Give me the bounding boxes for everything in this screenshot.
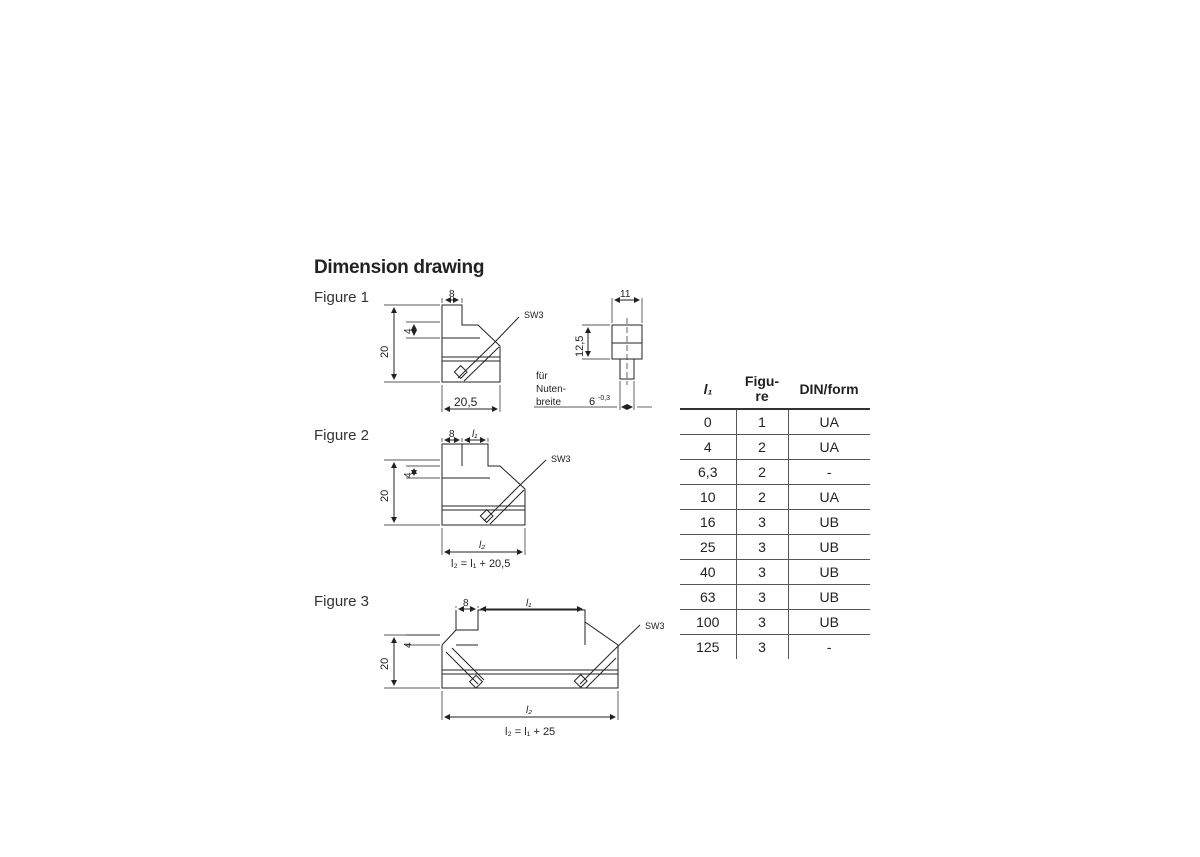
cell-l1: 16 bbox=[680, 509, 736, 535]
fig1-dim-height: 20 bbox=[379, 346, 391, 358]
cell-din-form: UB bbox=[787, 584, 870, 610]
cell-figure: 3 bbox=[735, 559, 788, 585]
figure-2-label: Figure 2 bbox=[314, 427, 370, 444]
cell-din-form: UB bbox=[787, 559, 870, 585]
cell-l1: 4 bbox=[680, 434, 736, 460]
fig3-dim-l2: l₂ bbox=[526, 705, 532, 716]
cell-l1: 0 bbox=[680, 409, 736, 435]
fig2-wrench-label: SW3 bbox=[551, 454, 571, 464]
figure-1-front-view bbox=[384, 297, 520, 412]
fig2-dim-top: 8 bbox=[449, 429, 455, 440]
fig1-dim-width: 20,5 bbox=[454, 395, 478, 409]
column-header-figure-line-2: re bbox=[755, 388, 769, 404]
section-title: Dimension drawing bbox=[314, 257, 485, 278]
fig2-formula: l₂ = l₁ + 20,5 bbox=[451, 558, 510, 570]
fig1-note-line-2: Nuten- bbox=[536, 384, 566, 395]
figure-3-drawing bbox=[384, 606, 641, 720]
column-header-l1: l₁ bbox=[703, 381, 713, 397]
cell-figure: 1 bbox=[735, 409, 788, 435]
fig3-dim-step: 4 bbox=[403, 642, 414, 648]
cell-din-form: UB bbox=[787, 509, 870, 535]
cell-l1: 100 bbox=[680, 609, 736, 635]
fig3-wrench-label: SW3 bbox=[645, 621, 665, 631]
cell-l1: 125 bbox=[696, 639, 720, 655]
cell-din-form: UA bbox=[787, 409, 870, 435]
cell-figure: 2 bbox=[735, 434, 788, 460]
cell-figure: 2 bbox=[735, 484, 788, 510]
fig3-dim-top: 8 bbox=[463, 598, 469, 609]
column-header-figure-line-1: Figu- bbox=[744, 373, 780, 389]
cell-din-form: UB bbox=[787, 534, 870, 560]
cell-l1: 25 bbox=[680, 534, 736, 560]
fig2-dim-l1: l₁ bbox=[472, 429, 477, 440]
cell-figure: 2 bbox=[735, 459, 788, 485]
figure-2-drawing bbox=[384, 437, 547, 555]
fig1-side-dim-slot-tol: -0,3 bbox=[598, 395, 610, 402]
table-header-row: l₁ Figu- re DIN/form bbox=[680, 370, 870, 409]
fig2-dim-step: 4 bbox=[403, 472, 414, 478]
cell-figure: 3 bbox=[735, 634, 788, 659]
cell-figure: 3 bbox=[735, 584, 788, 610]
column-header-din-form: DIN/form bbox=[799, 381, 859, 397]
fig1-dim-step: 4 bbox=[403, 328, 414, 334]
cell-din-form: UB bbox=[787, 609, 870, 635]
figure-1-side-view bbox=[534, 297, 652, 410]
fig1-side-dim-slot: 6 bbox=[589, 396, 595, 408]
cell-figure: 3 bbox=[735, 534, 788, 560]
fig3-dim-height: 20 bbox=[379, 658, 391, 670]
fig1-dim-top: 8 bbox=[449, 289, 455, 300]
fig1-side-dim-top: 11 bbox=[620, 289, 631, 300]
figure-1-label: Figure 1 bbox=[314, 289, 370, 306]
fig1-side-dim-height: 12,5 bbox=[574, 336, 586, 357]
fig2-dim-l2: l₂ bbox=[479, 540, 485, 551]
cell-l1: 10 bbox=[680, 484, 736, 510]
fig1-wrench-label: SW3 bbox=[524, 310, 544, 320]
cell-figure: 3 bbox=[735, 609, 788, 635]
cell-din-form: - bbox=[787, 634, 870, 659]
fig3-dim-l1: l₁ bbox=[526, 598, 531, 609]
cell-din-form: UA bbox=[787, 434, 870, 460]
cell-din-form: UA bbox=[787, 484, 870, 510]
fig3-formula: l₂ = l₁ + 25 bbox=[505, 726, 555, 738]
fig2-dim-height: 20 bbox=[379, 490, 391, 502]
table-row: 125 3- bbox=[680, 634, 870, 659]
fig1-note-line-3: breite bbox=[536, 397, 561, 408]
cell-l1: 40 bbox=[680, 559, 736, 585]
cell-l1: 6,3 bbox=[680, 459, 736, 485]
column-header-figure: Figu- re bbox=[736, 370, 788, 409]
cell-l1: 63 bbox=[680, 584, 736, 610]
cell-figure: 3 bbox=[735, 509, 788, 535]
fig1-note-line-1: für bbox=[536, 371, 548, 382]
figure-3-label: Figure 3 bbox=[314, 593, 370, 610]
cell-din-form: - bbox=[787, 459, 870, 485]
